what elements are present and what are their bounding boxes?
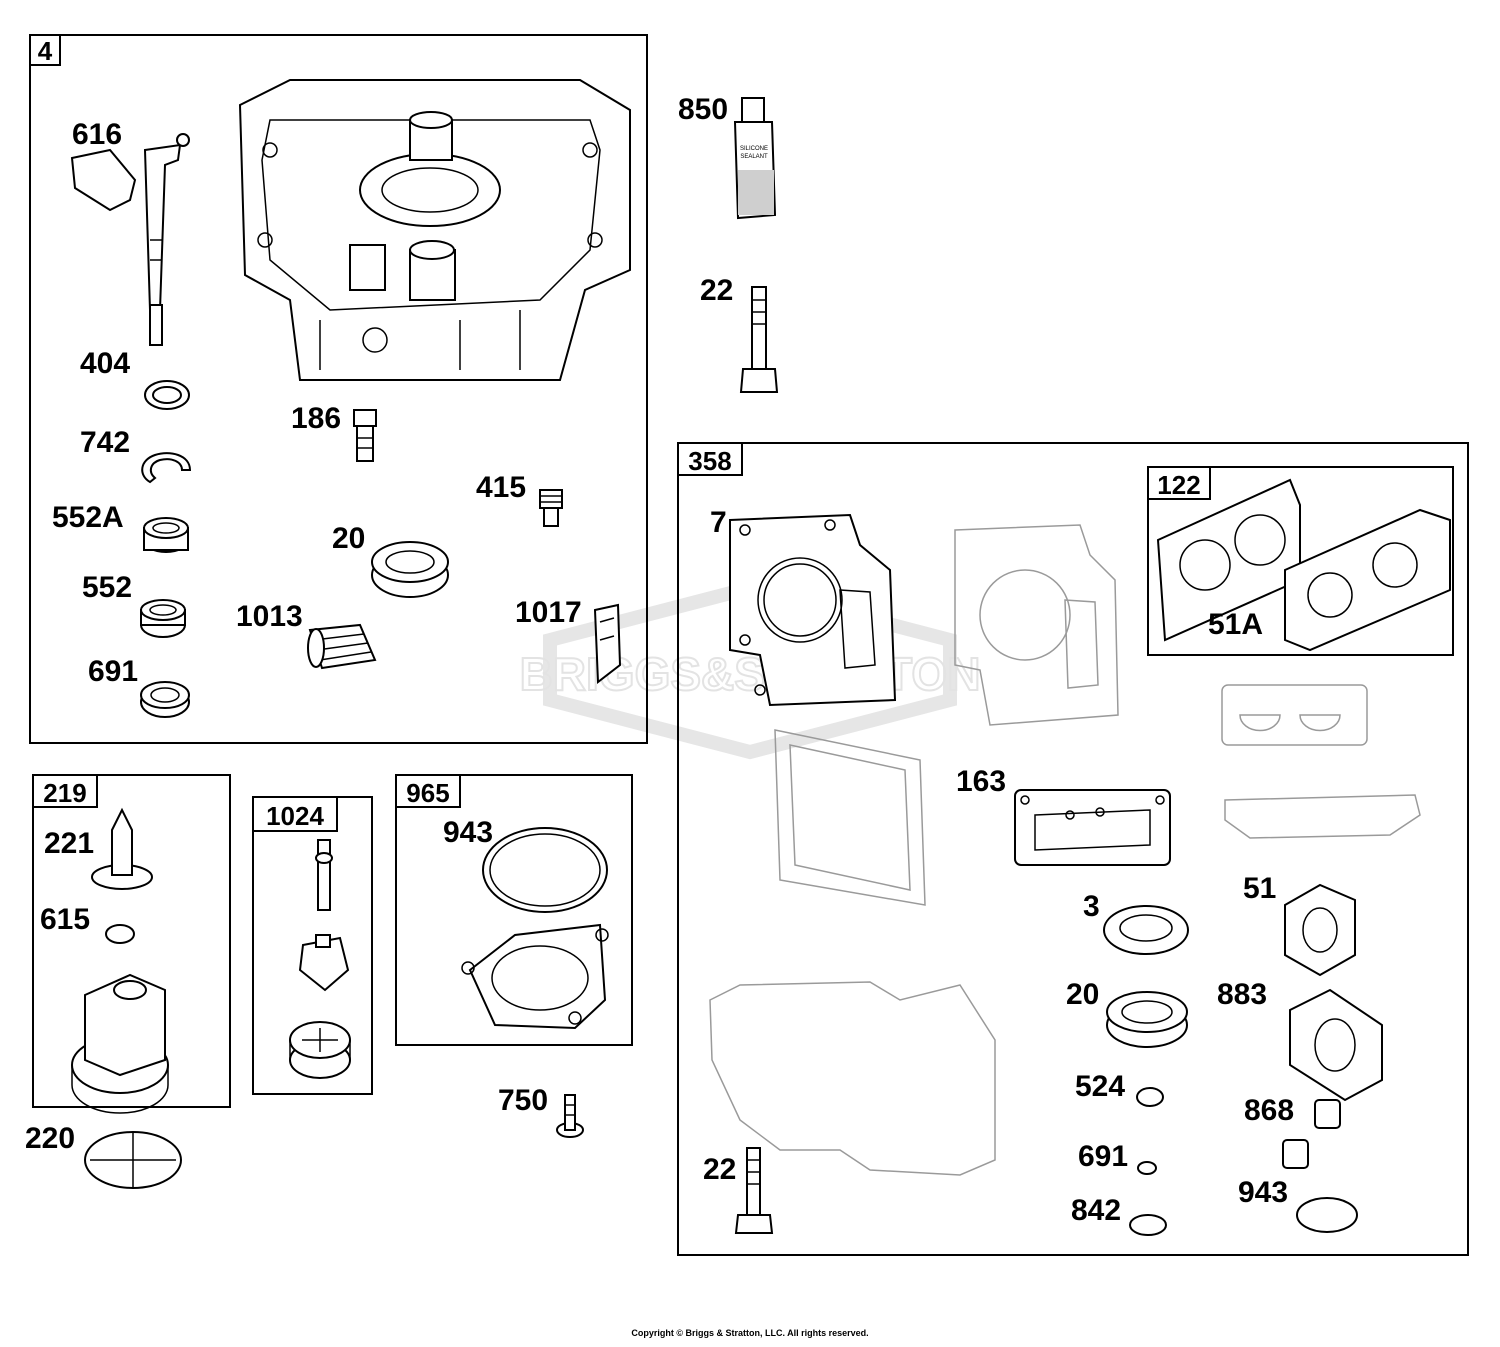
kit-box-219: 219 [32, 774, 231, 1108]
callout-868: 868 [1244, 1094, 1294, 1127]
callout-20: 20 [332, 522, 365, 555]
seal-691 [140, 681, 190, 718]
gasket-ghost-right [1221, 684, 1421, 839]
seal-20-lower [1106, 991, 1188, 1048]
callout-1013: 1013 [236, 600, 303, 633]
seal-20-upper [371, 541, 449, 598]
kit-label-4: 4 [38, 36, 53, 66]
crankcase-gasket-ghost [709, 981, 996, 1176]
governor-shaft-616 [70, 133, 190, 346]
callout-943-lower: 943 [1238, 1176, 1288, 1209]
oring-943-lower [1296, 1197, 1358, 1233]
callout-51: 51 [1243, 872, 1276, 905]
callout-750: 750 [498, 1084, 548, 1117]
plug-415 [539, 489, 563, 527]
dipstick-tube-1017 [593, 603, 622, 684]
callout-552: 552 [82, 571, 132, 604]
kit-label-219: 219 [43, 778, 86, 808]
pump-shaft [315, 839, 333, 911]
callout-22-lower: 22 [703, 1153, 736, 1186]
callout-22: 22 [700, 274, 733, 307]
kit-box-358: 358 [677, 442, 1469, 1256]
sealant-tube-850: SILICONE SEALANT [733, 97, 777, 220]
bolt-22-lower [734, 1147, 774, 1234]
callout-51a: 51A [1208, 608, 1263, 641]
fitting-186 [353, 409, 377, 462]
watermark-text: BRIGGS&STRATTON [520, 648, 981, 700]
kit-label-122: 122 [1157, 470, 1200, 500]
callout-883: 883 [1217, 978, 1267, 1011]
gasket-883 [1289, 988, 1383, 1102]
nipple-1013 [307, 623, 377, 670]
screw-750 [556, 1094, 584, 1138]
callout-742: 742 [80, 426, 130, 459]
head-gasket-ghost [954, 524, 1119, 726]
plate-163 [1014, 789, 1171, 866]
kit-label-358: 358 [688, 446, 731, 476]
svg-text:SILICONE: SILICONE [740, 146, 768, 152]
kit-box-1024: 1024 [252, 796, 373, 1095]
pin-221 [91, 807, 153, 890]
kit-label-1024: 1024 [266, 801, 324, 831]
callout-404: 404 [80, 347, 130, 380]
svg-text:SEALANT: SEALANT [740, 154, 768, 160]
intake-gasket-122 [1156, 478, 1301, 642]
pump-rotor [298, 934, 350, 992]
kit-label-965: 965 [406, 778, 449, 808]
cup-220 [84, 1131, 182, 1189]
head-gasket-7 [729, 513, 897, 707]
bushing-868 [1282, 1099, 1341, 1169]
pump-cover-gasket [461, 923, 609, 1030]
callout-616: 616 [72, 118, 122, 151]
callout-552a: 552A [52, 501, 124, 534]
kit-box-4: 4 [29, 34, 648, 744]
washer-3 [1103, 905, 1189, 955]
gasket-ghost-rect [774, 729, 926, 906]
seal-691-lower [1137, 1161, 1157, 1175]
callout-220: 220 [25, 1122, 75, 1155]
copyright-notice: Copyright © Briggs & Stratton, LLC. All … [631, 1328, 869, 1338]
oring-524 [1136, 1087, 1164, 1107]
washer-404 [144, 380, 190, 410]
callout-615: 615 [40, 903, 90, 936]
callout-842: 842 [1071, 1194, 1121, 1227]
callout-691-lower: 691 [1078, 1140, 1128, 1173]
crankcase-cover [238, 79, 631, 381]
pump-housing [289, 1021, 351, 1079]
callouts: 616 404 742 552A 552 691 186 415 20 1013… [25, 93, 1294, 1227]
callout-186: 186 [291, 402, 341, 435]
bolt-22-upper [739, 286, 779, 393]
callout-221: 221 [44, 827, 94, 860]
watermark: BRIGGS&STRATTON [519, 580, 981, 760]
callout-524: 524 [1075, 1070, 1125, 1103]
callout-943: 943 [443, 816, 493, 849]
callout-3: 3 [1083, 890, 1100, 923]
callout-163: 163 [956, 765, 1006, 798]
bushing-552 [140, 599, 186, 638]
kit-box-965: 965 [395, 774, 633, 1046]
callout-1017: 1017 [515, 596, 582, 629]
callout-850: 850 [678, 93, 728, 126]
callout-691: 691 [88, 655, 138, 688]
bushing-552a [143, 517, 189, 553]
oring-842 [1129, 1214, 1167, 1236]
governor-gear [71, 973, 169, 1114]
kit-box-122: 122 [1147, 466, 1454, 656]
oring-615 [105, 924, 135, 944]
gasket-51 [1284, 883, 1356, 977]
callout-415: 415 [476, 471, 526, 504]
callout-20-lower: 20 [1066, 978, 1099, 1011]
callout-7: 7 [710, 506, 727, 539]
oring-943-upper [482, 827, 608, 913]
eclip-742 [141, 452, 192, 484]
gasket-51a [1284, 508, 1451, 652]
